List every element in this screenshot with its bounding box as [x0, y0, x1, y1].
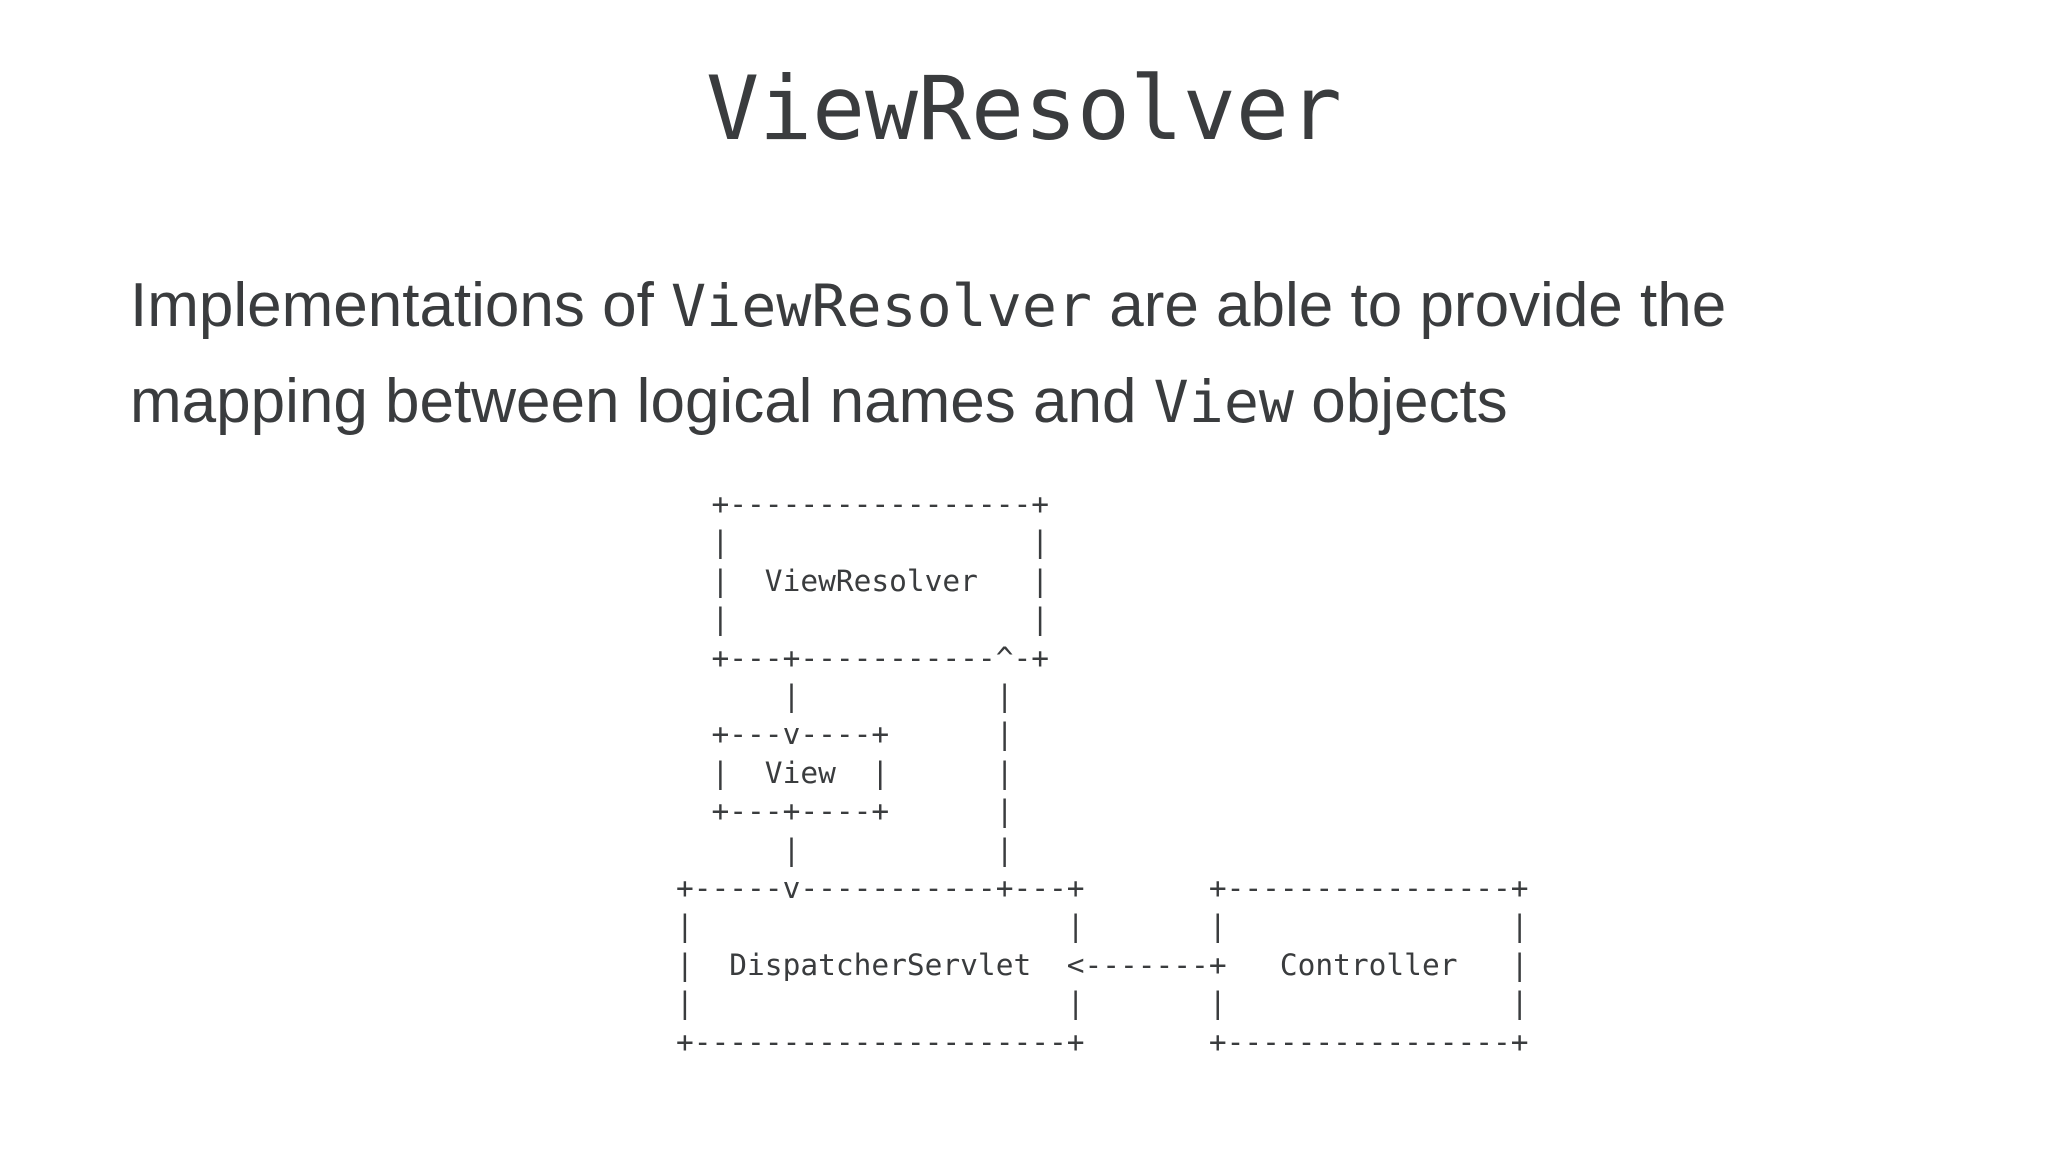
text-segment: are able to provide the — [1092, 271, 1727, 340]
inline-code: ViewResolver — [671, 272, 1092, 340]
paragraph-line: Implementations of ViewResolver are able… — [130, 258, 1930, 354]
ascii-architecture-diagram: +-----------------+ | | | ViewResolver |… — [676, 487, 1529, 1059]
slide-paragraph: Implementations of ViewResolver are able… — [130, 258, 1930, 450]
text-segment: objects — [1294, 367, 1508, 436]
slide-title: ViewResolver — [706, 57, 1342, 160]
inline-code: View — [1153, 368, 1294, 436]
text-segment: Implementations of — [130, 271, 672, 340]
text-segment: mapping between logical names and — [130, 367, 1154, 436]
paragraph-line: mapping between logical names and View o… — [130, 354, 1930, 450]
